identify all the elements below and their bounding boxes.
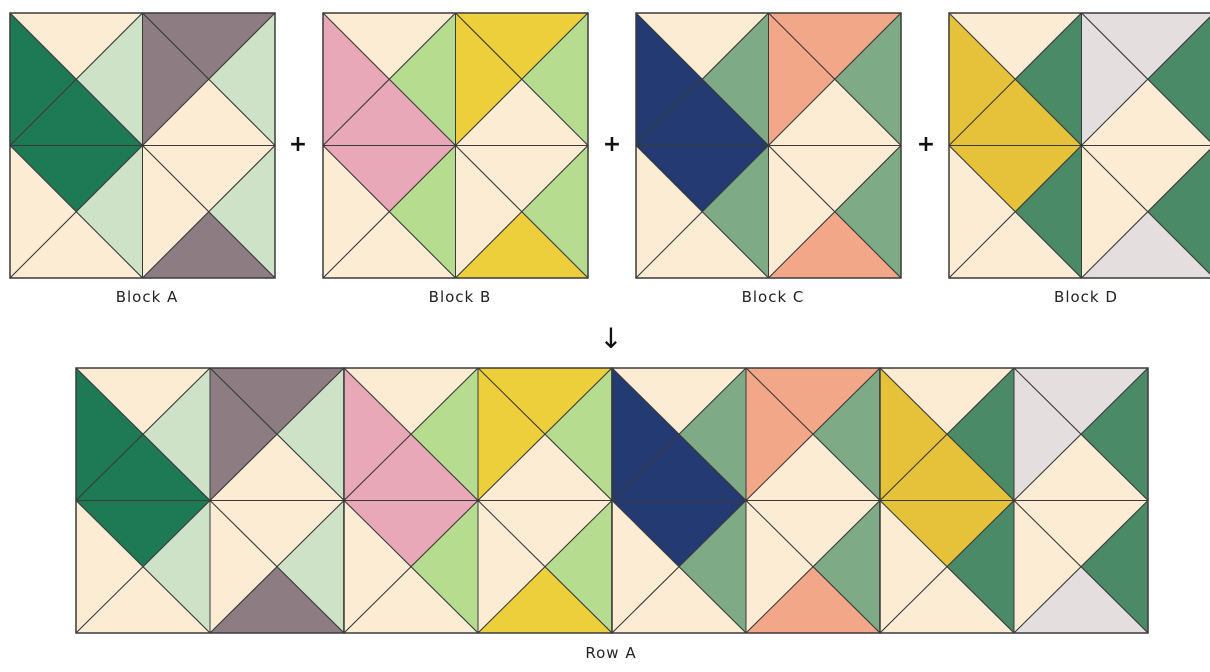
row-a-label: Row A — [531, 644, 691, 662]
plus-sign-2: + — [602, 132, 622, 157]
block-a-single — [10, 13, 275, 278]
block-d-single — [949, 13, 1210, 278]
down-arrow-icon: ↓ — [596, 322, 626, 355]
block-a-in-row — [76, 368, 344, 633]
block-a-label: Block A — [67, 288, 227, 306]
block-c-in-row — [612, 368, 880, 633]
block-d-label: Block D — [1006, 288, 1166, 306]
plus-sign-1: + — [288, 132, 308, 157]
block-b-label: Block B — [380, 288, 540, 306]
block-c-label: Block C — [693, 288, 853, 306]
block-b-single — [323, 13, 588, 278]
block-b-in-row — [344, 368, 612, 633]
block-d-in-row — [880, 368, 1148, 633]
block-c-single — [636, 13, 901, 278]
plus-sign-3: + — [916, 132, 936, 157]
